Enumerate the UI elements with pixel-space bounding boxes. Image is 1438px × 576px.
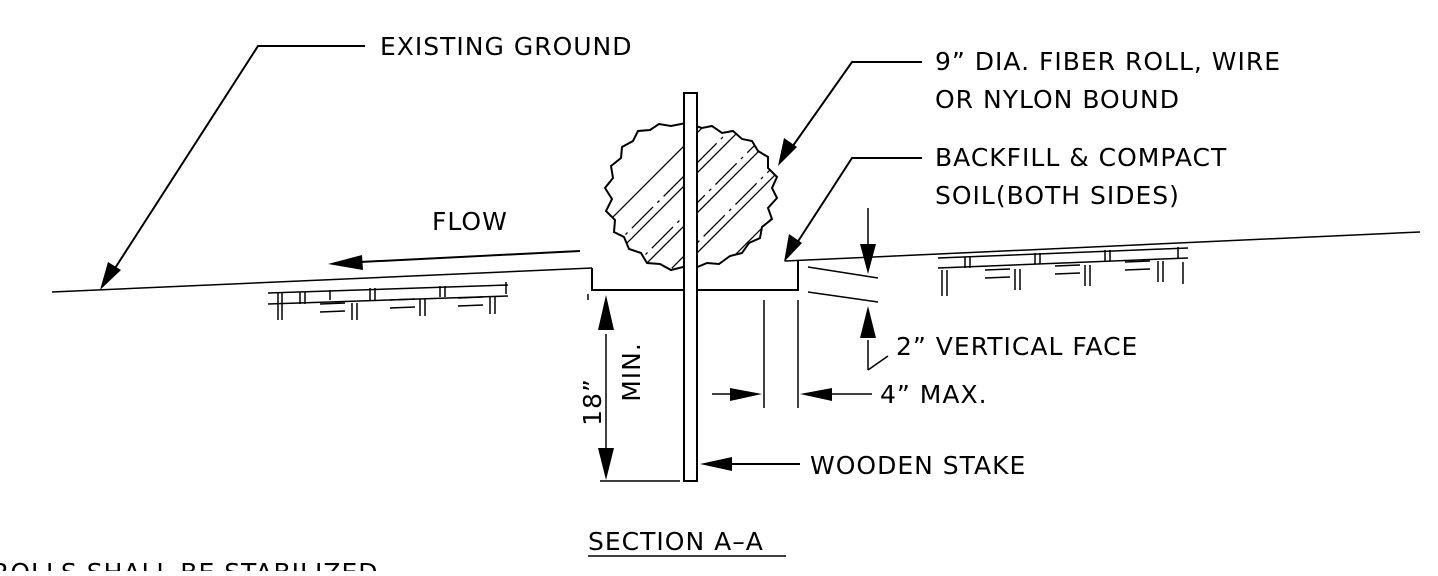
vertical-face-dimension xyxy=(807,208,889,371)
fiber-roll-leader xyxy=(778,61,922,166)
section-title: SECTION A–A xyxy=(588,527,764,556)
depth-min-label: MIN. xyxy=(617,342,646,402)
fiber-roll xyxy=(603,121,779,272)
depth-dimension xyxy=(587,294,680,482)
existing-ground-leader xyxy=(100,45,365,290)
backfill-label-line1: BACKFILL & COMPACT xyxy=(935,143,1227,172)
vertical-face-label: 2” VERTICAL FACE xyxy=(896,332,1138,361)
soil-pattern-right xyxy=(937,247,1189,296)
fiber-roll-label-line2: OR NYLON BOUND xyxy=(935,85,1180,114)
existing-ground-line-right xyxy=(784,231,1421,262)
max-spacing-label: 4” MAX. xyxy=(880,380,988,409)
wooden-stake-leader xyxy=(700,457,800,471)
flow-label: FLOW xyxy=(432,207,508,236)
flow-arrow xyxy=(328,250,581,270)
backfill-leader xyxy=(784,157,922,262)
fiber-roll-label-line1: 9” DIA. FIBER ROLL, WIRE xyxy=(935,47,1281,76)
soil-pattern-left xyxy=(267,282,509,320)
existing-ground-label: EXISTING GROUND xyxy=(380,32,633,61)
existing-ground-line-left xyxy=(51,267,593,293)
wooden-stake-label: WOODEN STAKE xyxy=(810,451,1026,480)
depth-value-label: 18” xyxy=(578,378,607,426)
max-spacing-dimension xyxy=(712,300,872,408)
backfill-label-line2: SOIL(BOTH SIDES) xyxy=(935,181,1180,210)
wooden-stake xyxy=(683,92,698,482)
note-partial-text: ROLLS SHALL BE STABILIZED xyxy=(0,558,379,571)
